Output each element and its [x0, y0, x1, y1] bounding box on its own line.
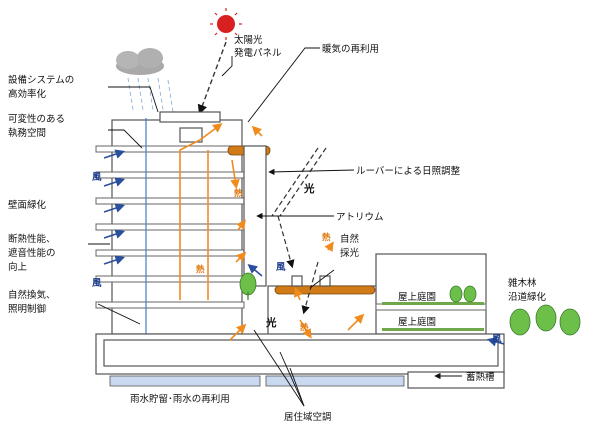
heat-label: 熱 [322, 232, 331, 243]
sunlight-ray [197, 41, 227, 115]
heat-label: 熱 [234, 188, 243, 199]
tree-icon [509, 304, 581, 336]
rainwater-label: 雨水貯留･雨水の再利用 [130, 393, 230, 405]
equipment-label-1: 設備システムの [8, 74, 74, 86]
tall-building [95, 111, 247, 335]
variable-office-label-1: 可変性のある [8, 113, 65, 125]
natural-vent-label-1: 自然換気、 [8, 289, 56, 301]
basement [95, 333, 505, 389]
sun-icon [210, 8, 242, 40]
hvac-label: 居住域空調 [284, 411, 332, 423]
exhaust-heat-label: 暖気の再利用 [322, 43, 379, 55]
wall-greening-label: 壁面緑化 [8, 199, 47, 211]
rain-icon [127, 77, 174, 113]
solar-panel-label-1: 太陽光 [234, 34, 263, 46]
wind-label: 風 [276, 262, 286, 273]
heat-label: 熱 [300, 322, 309, 333]
insulation-label-1: 断熱性能、 [8, 233, 56, 245]
heat-label: 熱 [196, 264, 205, 275]
insulation-label-3: 向上 [8, 261, 28, 273]
variable-office-label-2: 執務空間 [8, 127, 46, 139]
lower-louver-bar [274, 285, 376, 295]
natural-light-label-2: 採光 [340, 247, 360, 259]
natural-vent-label-2: 照明制御 [8, 303, 46, 315]
roof-garden-label-lower: 屋上庭園 [398, 316, 436, 328]
forest-label-1: 雑木林 [508, 277, 537, 289]
natural-light-label-1: 自然 [340, 233, 360, 245]
rain-tank-left [109, 375, 261, 387]
right-building [375, 253, 487, 335]
heat-flow-arrows [179, 123, 365, 341]
thermal-storage-label: 蓄熱槽 [466, 371, 495, 383]
wind-flow-arrows [103, 149, 505, 347]
thermal-storage-tank [407, 371, 505, 389]
leader-lines [88, 47, 462, 407]
equipment-label-2: 高効率化 [8, 88, 47, 100]
wind-label: 風 [492, 334, 502, 345]
light-label-upper: 光 [303, 182, 315, 195]
solar-panel-label-2: 発電パネル [234, 47, 282, 59]
wind-label: 風 [92, 172, 102, 183]
tree-icon [449, 285, 477, 303]
low-building [267, 275, 385, 337]
forest-label-2: 沿道緑化 [508, 291, 547, 303]
louver-label: ルーバーによる日照調整 [356, 165, 461, 177]
insulation-label-2: 遮音性能の [8, 247, 56, 259]
atrium-label: アトリウム [336, 212, 384, 223]
rain-tank-right [265, 375, 405, 387]
roof-garden-label-upper: 屋上庭園 [398, 291, 436, 303]
cloud-icon [116, 48, 164, 75]
solar-panel-icon [179, 127, 203, 143]
wind-label: 風 [92, 278, 102, 289]
light-label-lower: 光 [265, 316, 277, 329]
